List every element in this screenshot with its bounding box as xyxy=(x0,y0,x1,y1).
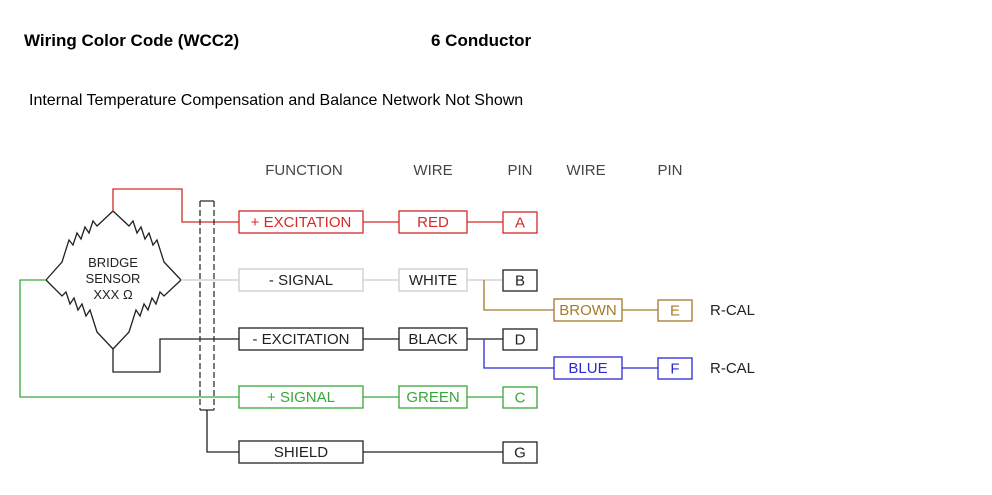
function-box-4: SHIELD xyxy=(238,440,364,464)
pin-box-4-label: G xyxy=(514,445,526,462)
pin-box-1-label: B xyxy=(515,273,525,290)
rcal-wire-box-0: BROWN xyxy=(553,298,623,322)
wire-box-0: RED xyxy=(398,210,468,234)
shield-lead xyxy=(206,410,239,453)
bridge-label-2: SENSOR xyxy=(86,271,141,286)
header-pin: PIN xyxy=(507,162,532,179)
pin-box-2: D xyxy=(502,328,538,351)
pin-box-2-label: D xyxy=(515,332,526,349)
function-box-0: + EXCITATION xyxy=(238,210,364,234)
rcal-label-0: R-CAL xyxy=(710,302,755,319)
bridge-sensor xyxy=(45,210,182,350)
function-box-4-label: SHIELD xyxy=(274,444,328,461)
function-box-1: - SIGNAL xyxy=(238,268,364,292)
function-box-3-label: + SIGNAL xyxy=(267,389,335,406)
bridge-label-3: XXX Ω xyxy=(93,287,133,302)
pin-box-3-label: C xyxy=(515,390,526,407)
bridge-label-1: BRIDGE xyxy=(88,255,138,270)
wire-box-0-label: RED xyxy=(417,214,449,231)
pin-box-0: A xyxy=(502,211,538,234)
wire-box-1: WHITE xyxy=(398,268,468,292)
wire-box-1-label: WHITE xyxy=(409,272,457,289)
pin-box-0-label: A xyxy=(515,215,525,232)
rcal-wire-box-1: BLUE xyxy=(553,356,623,380)
rcal-label-1: R-CAL xyxy=(710,360,755,377)
function-box-2-label: - EXCITATION xyxy=(253,331,350,348)
header-wire: WIRE xyxy=(413,162,452,179)
wire-box-3-label: GREEN xyxy=(406,389,459,406)
header-pin-2: PIN xyxy=(657,162,682,179)
conductor-count: 6 Conductor xyxy=(431,31,532,50)
diagram-note: Internal Temperature Compensation and Ba… xyxy=(29,92,524,109)
rcal-pin-box-0-label: E xyxy=(670,303,680,320)
pin-box-3: C xyxy=(502,386,538,409)
function-box-0-label: + EXCITATION xyxy=(251,214,352,231)
pin-box-1: B xyxy=(502,269,538,292)
rcal-wire-box-0-label: BROWN xyxy=(559,302,617,319)
wire-box-2: BLACK xyxy=(398,327,468,351)
red-lead xyxy=(112,188,239,223)
rcal-pin-box-0: E xyxy=(657,299,693,322)
header-wire-2: WIRE xyxy=(566,162,605,179)
wire-box-3: GREEN xyxy=(398,385,468,409)
function-box-2: - EXCITATION xyxy=(238,327,364,351)
black-lead xyxy=(112,338,239,373)
rcal-pin-box-1-label: F xyxy=(670,361,679,378)
function-box-1-label: - SIGNAL xyxy=(269,272,333,289)
wiring-rows: + EXCITATION RED A - SIGNAL WHITE B - EXCITATI… xyxy=(238,210,538,464)
pin-box-4: G xyxy=(502,441,538,464)
page-title: Wiring Color Code (WCC2) xyxy=(24,31,240,50)
rcal-rows: BROWN E R-CAL BLUE F R-CAL xyxy=(483,280,755,380)
wire-box-2-label: BLACK xyxy=(408,331,457,348)
function-box-3: + SIGNAL xyxy=(238,385,364,409)
rcal-pin-box-1: F xyxy=(657,357,693,380)
rcal-wire-box-1-label: BLUE xyxy=(568,360,607,377)
cable-shield xyxy=(199,200,215,411)
header-function: FUNCTION xyxy=(265,162,343,179)
green-lead xyxy=(19,279,239,398)
